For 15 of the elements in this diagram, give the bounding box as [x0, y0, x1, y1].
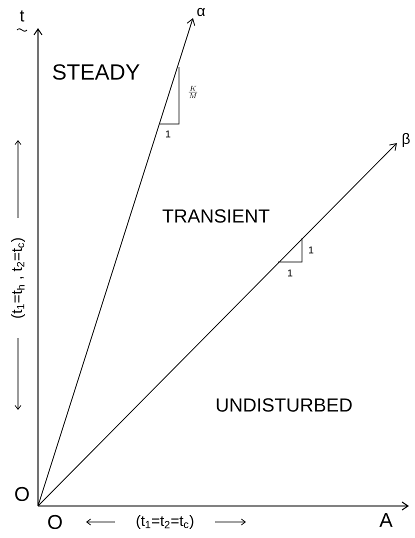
slope-label: 1 [166, 130, 170, 138]
region-label: TRANSIENT [162, 209, 270, 223]
line-label: α [197, 8, 205, 16]
region-label: UNDISTURBED [216, 398, 352, 412]
axis-label: A [379, 513, 393, 527]
region-label: STEADY [53, 64, 140, 80]
axis-condition-label: (t$_{1}$=t$_{h}$ , t$_{2}$=t$_{c}$) [11, 238, 25, 318]
slope-label: 1 [288, 270, 292, 276]
origin-label: O [15, 486, 29, 502]
origin-label: O [48, 514, 62, 530]
line-label: β [402, 133, 410, 147]
axis-condition-label: (t$_{1}$=t$_{2}$=t$_{c}$) [136, 515, 194, 529]
slope-label: 1 [309, 246, 314, 254]
slope-label: $\frac{K}{M}$ [188, 86, 198, 98]
axis-label: t [20, 10, 24, 22]
